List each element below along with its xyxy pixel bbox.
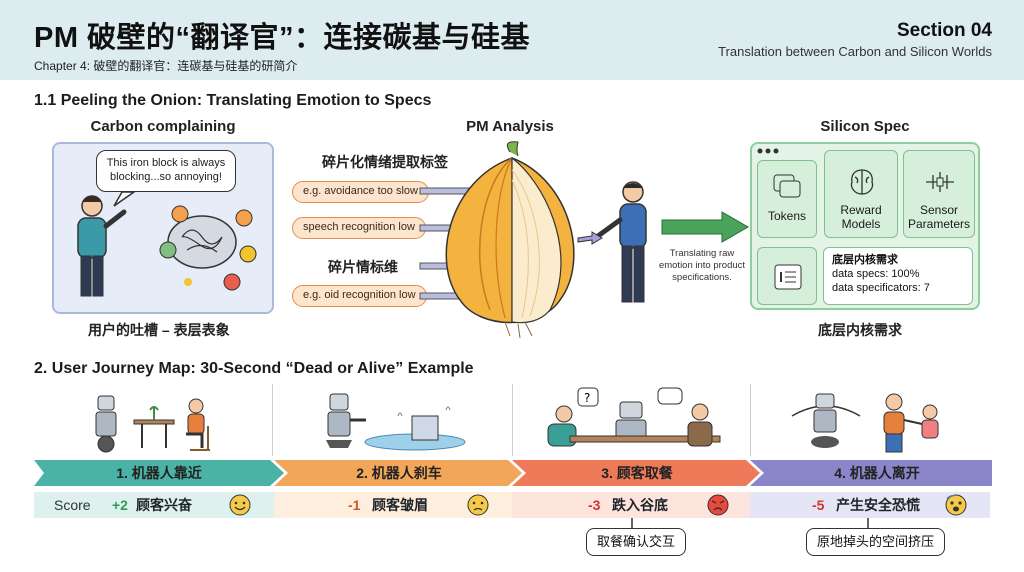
section-number: Section 04 <box>896 20 992 41</box>
frustration-cloud-icon <box>167 215 237 269</box>
core-line-2: data specificators: 7 <box>832 282 930 294</box>
spec-card-label: Sensor Parameters <box>907 203 971 231</box>
happy-face-icon <box>229 494 251 516</box>
core-requirements-card: 底层内核需求 data specs: 100% data specificato… <box>823 247 973 305</box>
silicon-title: Silicon Spec <box>820 118 910 135</box>
spec-card-label: Reward Models <box>840 203 882 231</box>
carbon-caption: 用户的吐槽 – 表层表象 <box>88 322 230 338</box>
carbon-title: Carbon complaining <box>90 118 236 135</box>
sensor-icon <box>926 172 954 192</box>
spec-card-tokens: Tokens <box>757 160 817 238</box>
stage-divider <box>512 384 513 456</box>
frown-face-icon <box>467 494 489 516</box>
page-subtitle: Chapter 4: 破壁的翻译官：连碳基与硅基的研简介 <box>34 59 298 73</box>
emotion-tag-3: e.g. oid recognition low <box>292 285 427 307</box>
customer-pickup-illustration: ? <box>547 387 721 447</box>
onion-illustration <box>419 141 647 339</box>
stage-1-score: +2 <box>112 497 128 513</box>
stage-3-label: 3. 顾客取餐 <box>601 465 673 481</box>
server-icon <box>657 387 713 447</box>
spec-card-label: Tokens <box>767 209 807 223</box>
score-label: Score <box>54 497 91 513</box>
angry-face-icon <box>707 494 729 516</box>
tokens-icon <box>773 174 801 198</box>
emotion-tag-1: e.g. avoidance too slow <box>292 181 429 203</box>
table-icon <box>133 406 175 448</box>
carbon-illustration <box>77 191 257 297</box>
pm-label-1: 碎片化情绪提取标签 <box>322 154 448 170</box>
page-title: PM 破壁的“翻译官”：连接碳基与硅基 <box>34 22 531 54</box>
stage-divider <box>750 384 751 456</box>
silicon-caption: 底层内核需求 <box>818 322 902 338</box>
robot-leave-illustration <box>791 393 939 453</box>
stage-4-label: 4. 机器人离开 <box>834 465 920 481</box>
robot-icon <box>615 401 647 441</box>
stage-2-emotion: 顾客皱眉 <box>372 497 428 513</box>
section-subtitle: Translation between Carbon and Silicon W… <box>718 44 992 59</box>
stage-4-score: -5 <box>812 497 825 513</box>
translation-note: Translating raw emotion into product spe… <box>658 248 746 283</box>
callout-pickup-confirm: 取餐确认交互 <box>586 528 687 556</box>
stage-3-emotion: 跌入谷底 <box>612 497 668 513</box>
svg-text:?: ? <box>584 391 590 405</box>
user-figure-icon <box>77 195 127 297</box>
spill-icon <box>364 406 466 451</box>
core-list-card <box>757 247 817 305</box>
fearful-face-icon <box>945 494 967 516</box>
confused-customer-icon: ? <box>547 387 599 447</box>
spec-card-sensor-parameters: Sensor Parameters <box>903 150 975 238</box>
robot-approach-illustration <box>95 395 210 453</box>
stage-3-score: -3 <box>588 497 601 513</box>
list-icon <box>774 264 802 290</box>
family-icon <box>883 393 939 453</box>
core-line-1: data specs: 100% <box>832 268 920 280</box>
angry-face-icons <box>159 205 257 291</box>
complaint-bubble: This iron block is always blocking...so … <box>96 150 236 192</box>
pm-figure-icon <box>577 181 647 303</box>
stage-4-emotion: 产生安全恐慌 <box>836 497 920 513</box>
robot-icon <box>791 393 861 448</box>
translate-arrow-icon <box>661 211 750 243</box>
pm-label-2: 碎片情标维 <box>328 259 398 275</box>
customer-excited-icon <box>186 398 210 451</box>
spec-card-reward-models: Reward Models <box>824 150 898 238</box>
journey-bands <box>34 460 992 486</box>
callout-turnaround-squeeze: 原地掉头的空间挤压 <box>806 528 946 556</box>
window-dots-icon <box>757 148 779 154</box>
stage-1-emotion: 顾客兴奋 <box>136 497 192 513</box>
header-bar: PM 破壁的“翻译官”：连接碳基与硅基 Chapter 4: 破壁的翻译官：连碳… <box>0 0 1024 80</box>
stage-2-label: 2. 机器人刹车 <box>356 465 442 481</box>
emotion-tag-2: speech recognition low <box>292 217 426 239</box>
stage-2-score: -1 <box>348 497 361 513</box>
robot-icon <box>95 395 117 453</box>
stage-1-label: 1. 机器人靠近 <box>116 465 202 481</box>
onion-icon <box>445 141 575 339</box>
robot-brake-illustration <box>326 393 466 451</box>
callout-connectors <box>631 518 869 528</box>
counter-icon <box>569 435 721 443</box>
core-title: 底层内核需求 <box>832 254 898 266</box>
pm-title: PM Analysis <box>466 118 554 135</box>
brain-icon <box>850 169 874 195</box>
section1-heading: 1.1 Peeling the Onion: Translating Emoti… <box>34 92 432 109</box>
section2-heading: 2. User Journey Map: 30-Second “Dead or … <box>34 360 474 377</box>
robot-icon <box>326 393 366 448</box>
stage-divider <box>272 384 273 456</box>
